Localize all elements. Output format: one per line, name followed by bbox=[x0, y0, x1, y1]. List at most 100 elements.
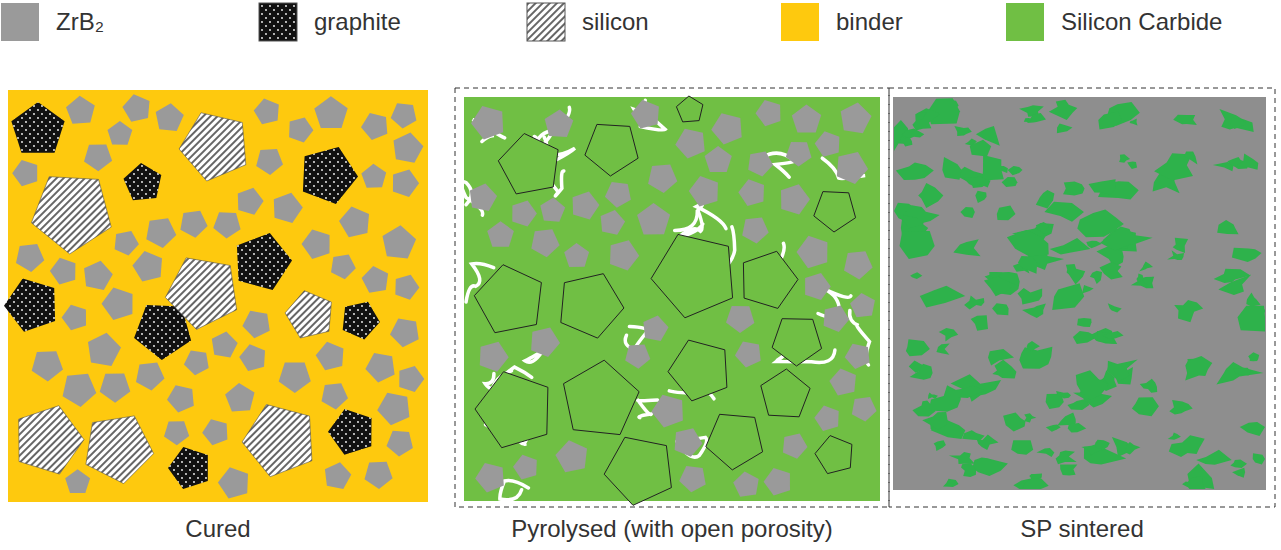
sic-phase bbox=[1057, 124, 1073, 134]
zrb2-particle bbox=[837, 152, 868, 184]
zrb2-particle bbox=[115, 231, 139, 256]
sic-particle bbox=[651, 234, 733, 317]
sic-phase bbox=[1095, 440, 1110, 450]
sic-phase bbox=[1231, 118, 1246, 129]
graphite-particle bbox=[124, 163, 162, 200]
zrb2-particle bbox=[102, 288, 133, 321]
sic-phase bbox=[962, 176, 990, 188]
sic-phase bbox=[954, 126, 971, 136]
zrb2-particle bbox=[735, 341, 761, 367]
dashed-frame bbox=[889, 88, 1275, 507]
sic-phase bbox=[1142, 277, 1153, 285]
zrb2-particle bbox=[815, 131, 840, 157]
sic-particle bbox=[585, 124, 638, 176]
sic-phase bbox=[922, 412, 947, 430]
panel-caption: Cured bbox=[8, 514, 428, 544]
legend-swatch bbox=[527, 3, 565, 41]
sic-phase bbox=[1184, 152, 1197, 165]
zrb2-particle bbox=[12, 160, 37, 186]
sic-phase bbox=[902, 128, 925, 139]
graphite-particle bbox=[11, 102, 64, 153]
sic-phase bbox=[1230, 460, 1247, 468]
zrb2-particle bbox=[65, 469, 90, 493]
sic-phase bbox=[1216, 362, 1263, 384]
zrb2-particle bbox=[322, 383, 349, 409]
sic-phase bbox=[1076, 370, 1109, 400]
zrb2-particle bbox=[829, 368, 856, 395]
sic-phase bbox=[942, 157, 961, 180]
panel-caption: SP sintered bbox=[889, 514, 1275, 544]
zrb2-particle bbox=[383, 225, 417, 258]
sic-phase bbox=[1102, 331, 1123, 339]
sic-phase bbox=[1018, 288, 1043, 305]
zrb2-particle bbox=[783, 434, 808, 459]
sic-phase bbox=[1008, 166, 1023, 175]
sic-phase bbox=[1022, 303, 1046, 318]
zrb2-particle bbox=[540, 197, 565, 221]
pyrolysed-panel bbox=[464, 97, 880, 501]
zrb2-particle bbox=[136, 362, 165, 390]
zrb2-particle bbox=[852, 397, 877, 422]
sic-phase bbox=[1233, 368, 1250, 376]
sic-phase bbox=[1019, 347, 1052, 369]
sic-phase bbox=[1018, 256, 1037, 274]
sic-phase bbox=[1011, 440, 1033, 455]
legend-swatch bbox=[1006, 3, 1044, 41]
sic-phase bbox=[1240, 422, 1265, 436]
sintered-panel bbox=[893, 97, 1266, 490]
sic-phase bbox=[1125, 442, 1141, 454]
zrb2-particle bbox=[850, 293, 875, 317]
zrb2-particle bbox=[84, 144, 112, 171]
sic-phase bbox=[992, 360, 1016, 379]
sic-phase bbox=[1049, 100, 1078, 120]
sic-particle bbox=[743, 251, 798, 308]
sic-phase bbox=[1027, 341, 1040, 352]
graphite-particle bbox=[4, 279, 55, 332]
sic-phase bbox=[1046, 425, 1061, 432]
legend-text: silicon bbox=[582, 7, 649, 37]
sic-phase bbox=[1056, 450, 1077, 464]
sic-phase bbox=[970, 140, 992, 157]
zrb2-particle bbox=[748, 151, 773, 176]
sic-phase bbox=[1027, 113, 1046, 123]
graphite-particle bbox=[343, 302, 380, 340]
sic-phase bbox=[1119, 154, 1130, 163]
zrb2-particle bbox=[625, 344, 650, 368]
zrb2-particle bbox=[487, 221, 514, 247]
sic-phase bbox=[918, 183, 943, 208]
zrb2-particle bbox=[475, 463, 504, 492]
zrb2-particle bbox=[213, 212, 240, 238]
sic-phase bbox=[1220, 109, 1254, 132]
zrb2-particle bbox=[50, 258, 76, 285]
sic-phase bbox=[1169, 400, 1192, 415]
silicon-particle bbox=[31, 177, 111, 254]
sic-phase bbox=[1086, 241, 1102, 249]
zrb2-particle bbox=[531, 327, 560, 357]
zrb2-particle bbox=[781, 184, 810, 214]
zrb2-particle bbox=[643, 316, 668, 342]
sic-phase bbox=[972, 457, 1008, 476]
legend-swatch bbox=[259, 3, 297, 41]
sic-phase bbox=[992, 303, 1009, 315]
sic-phase bbox=[962, 430, 985, 440]
legend-text: ZrB₂ bbox=[56, 7, 104, 37]
silicon-particle bbox=[86, 416, 154, 484]
legend-text: graphite bbox=[314, 7, 401, 37]
zrb2-particle bbox=[764, 468, 790, 496]
zrb2-particle bbox=[733, 471, 759, 496]
zrb2-particle bbox=[362, 266, 389, 293]
graphite-particle bbox=[328, 409, 372, 455]
sic-particle bbox=[498, 134, 558, 194]
sic-phase bbox=[975, 191, 986, 203]
sic-phase bbox=[1185, 356, 1212, 381]
zrb2-particle bbox=[471, 106, 503, 139]
sic-phase bbox=[1036, 222, 1049, 234]
zrb2-particle bbox=[88, 333, 121, 366]
pore-crack bbox=[675, 204, 726, 230]
zrb2-particle bbox=[726, 306, 754, 333]
sic-phase bbox=[1098, 112, 1122, 130]
zrb2-particle bbox=[805, 273, 831, 300]
sic-phase bbox=[912, 108, 940, 130]
sic-phase bbox=[943, 479, 959, 487]
zrb2-particle bbox=[184, 351, 209, 376]
